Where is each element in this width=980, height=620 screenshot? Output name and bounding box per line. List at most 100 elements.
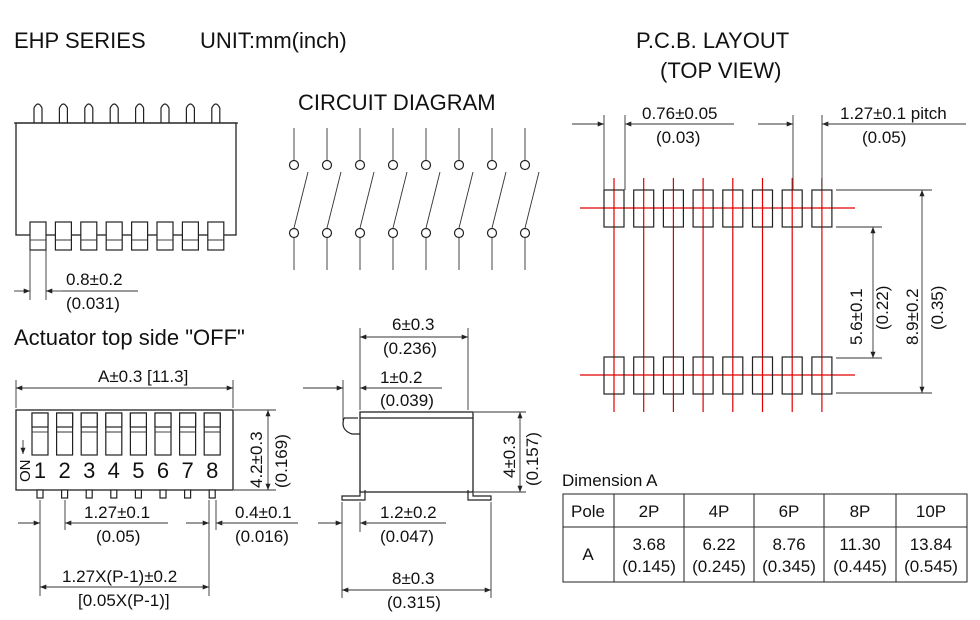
pcb-pad-top	[751, 189, 774, 228]
pcb-pad-bottom	[662, 356, 685, 395]
front-body	[15, 122, 237, 236]
pcb-pad-top	[662, 189, 685, 228]
switch-blade	[359, 171, 375, 229]
pcb-outer-span-inch: (0.35)	[928, 286, 947, 330]
switch-bottom-contact	[321, 227, 333, 239]
value-mm-cell: 6.22	[702, 535, 735, 554]
top-pin	[184, 489, 192, 499]
front-pin-width: 0.8±0.2	[66, 270, 123, 289]
switch-bottom-contact	[288, 227, 300, 239]
pcb-pads	[603, 189, 833, 395]
switch-top-contact	[321, 159, 333, 171]
dimension-table: Dimension A Pole A 2P3.68(0.145)4P6.22(0…	[562, 471, 968, 583]
lever-tab	[342, 417, 360, 435]
side-overall: 8±0.3	[392, 569, 434, 588]
pcb-subtitle: (TOP VIEW)	[660, 58, 781, 83]
front-bottom-pin	[207, 221, 225, 251]
pole-cell: 6P	[779, 502, 800, 521]
side-lever-inch: (0.039)	[380, 391, 434, 410]
pole-header: Pole	[571, 502, 605, 521]
switch-blade	[326, 171, 342, 229]
actuator-knob	[129, 412, 147, 428]
table-columns: 2P3.68(0.145)4P6.22(0.245)6P8.76(0.345)8…	[622, 502, 958, 576]
actuator-knob	[154, 412, 172, 428]
top-pitch: 1.27±0.1	[84, 503, 150, 522]
pcb-pitch: 1.27±0.1 pitch	[840, 104, 947, 123]
switch-bottom-contact	[420, 227, 432, 239]
value-inch-cell: (0.445)	[833, 557, 887, 576]
actuator-knob	[203, 412, 221, 428]
front-bottom-pin	[131, 221, 149, 251]
pcb-layout: 0.76±0.05 (0.03) 1.27±0.1 pitch (0.05) 5…	[572, 104, 966, 412]
top-edge-inch: (0.016)	[235, 527, 289, 546]
pcb-outer-span: 8.9±0.2	[903, 288, 922, 345]
side-width: 6±0.3	[392, 315, 434, 334]
switch-number: 7	[181, 458, 193, 483]
side-width-inch: (0.236)	[383, 339, 437, 358]
actuator-knob	[179, 412, 197, 428]
switch-number: 4	[108, 458, 120, 483]
pcb-pitch-inch: (0.05)	[862, 128, 906, 147]
front-bottom-pin	[80, 221, 98, 251]
value-inch-cell: (0.545)	[904, 557, 958, 576]
front-top-pin	[160, 103, 170, 123]
pcb-title: P.C.B. LAYOUT	[636, 28, 789, 53]
pcb-pad-top	[781, 189, 803, 228]
circuit-switches	[288, 128, 540, 270]
front-top-pin	[135, 103, 145, 123]
front-bottom-pin	[181, 221, 199, 251]
switch-top-contact	[519, 159, 531, 171]
front-bottom-pin	[105, 221, 123, 251]
switch-blade	[392, 171, 408, 229]
side-body	[359, 411, 474, 493]
actuators	[31, 412, 221, 456]
dimension-table-title: Dimension A	[562, 471, 658, 490]
front-top-pin	[33, 103, 43, 123]
pcb-pad-bottom	[781, 356, 803, 395]
row-label-a: A	[582, 545, 594, 564]
on-label: ON	[17, 460, 34, 483]
front-pin-width-inch: (0.031)	[66, 294, 120, 313]
front-top-pin	[211, 103, 221, 123]
pole-cell: 10P	[916, 502, 946, 521]
front-top-pins	[33, 103, 221, 123]
pcb-inner-span: 5.6±0.1	[847, 288, 866, 345]
actuator-knob	[80, 412, 98, 428]
top-body	[15, 409, 234, 491]
top-height: 4.2±0.3	[247, 431, 266, 488]
series-title: EHP SERIES	[14, 28, 146, 53]
pole-cell: 4P	[709, 502, 730, 521]
switch-top-contact	[288, 159, 300, 171]
front-bottom-pin	[29, 221, 47, 251]
switch-blade	[524, 171, 540, 229]
switch-blade	[425, 171, 441, 229]
pole-cell: 8P	[850, 502, 871, 521]
front-top-pin	[58, 103, 68, 123]
switch-blade	[491, 171, 507, 229]
switch-top-contact	[420, 159, 432, 171]
switch-bottom-contact	[453, 227, 465, 239]
switch-top-contact	[453, 159, 465, 171]
foot-left	[341, 490, 366, 501]
unit-label: UNIT:mm(inch)	[200, 28, 347, 53]
pcb-pad-bottom	[811, 356, 833, 395]
pcb-pad-top	[603, 189, 625, 228]
top-pin	[60, 489, 69, 499]
front-top-pin	[84, 103, 94, 123]
front-bottom-pins	[29, 221, 225, 251]
side-overall-inch: (0.315)	[387, 593, 441, 612]
switch-number: 5	[132, 458, 144, 483]
switch-bottom-contact	[387, 227, 399, 239]
front-bottom-pin	[156, 221, 174, 251]
side-height-inch: (0.157)	[523, 432, 542, 486]
switch-blade	[458, 171, 474, 229]
value-mm-cell: 13.84	[910, 535, 953, 554]
side-foot-inch: (0.047)	[380, 527, 434, 546]
front-view: 0.8±0.2 (0.031)	[14, 103, 238, 313]
pcb-pad-width-inch: (0.03)	[656, 128, 700, 147]
pcb-pad-width: 0.76±0.05	[642, 104, 718, 123]
actuator-knob	[55, 412, 74, 428]
